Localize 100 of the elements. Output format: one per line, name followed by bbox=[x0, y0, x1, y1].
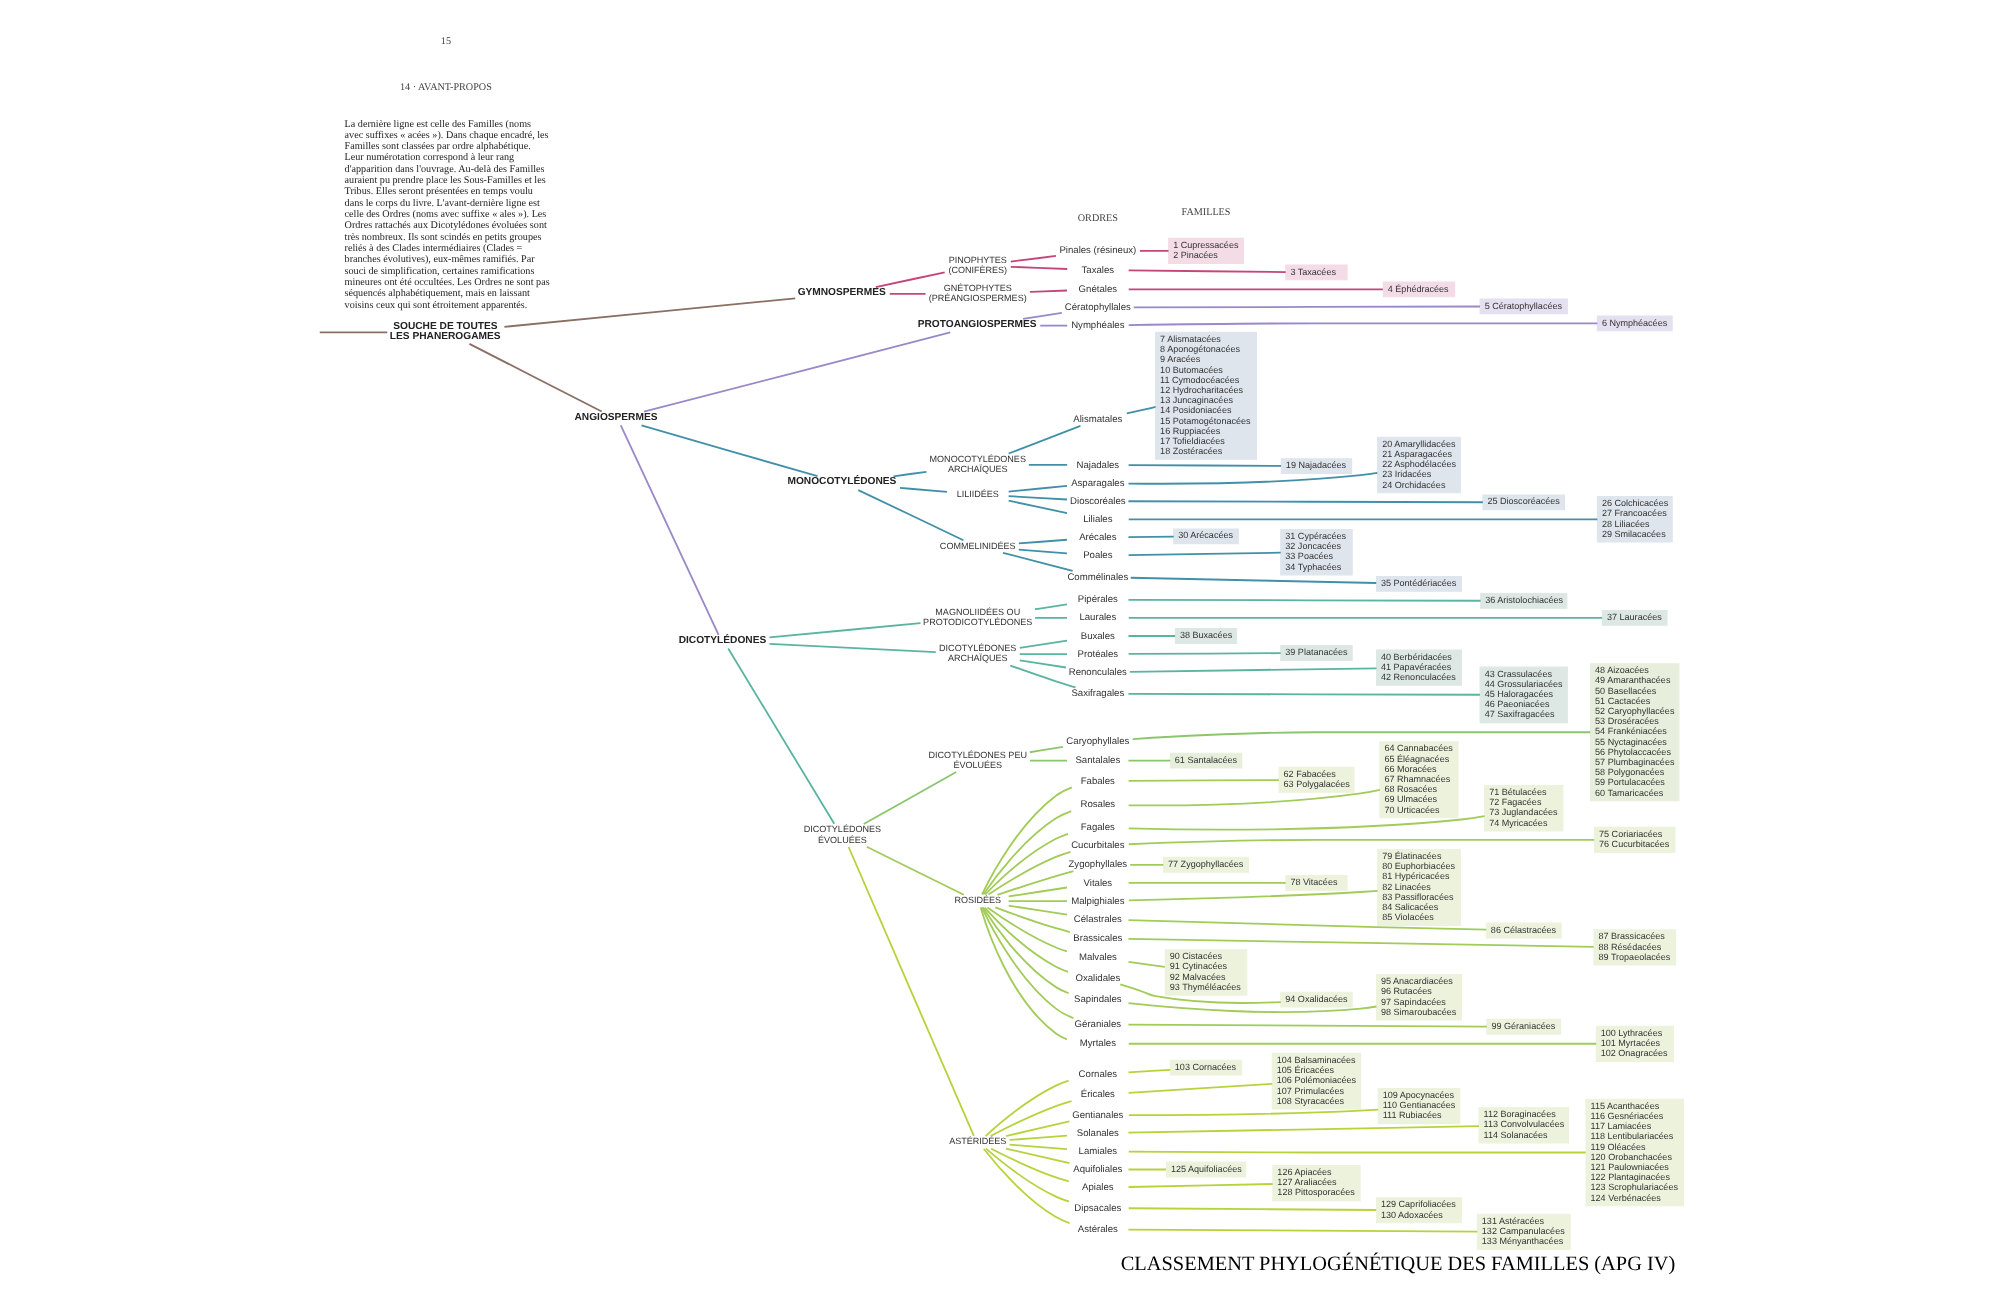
connector bbox=[1126, 1207, 1377, 1211]
connector bbox=[1017, 639, 1067, 649]
connector bbox=[618, 424, 719, 636]
connector bbox=[887, 293, 926, 295]
connector bbox=[986, 850, 1071, 896]
connector bbox=[1021, 311, 1062, 320]
connector bbox=[983, 832, 1068, 896]
connector bbox=[639, 424, 818, 478]
connector bbox=[1126, 882, 1286, 884]
connector bbox=[1126, 269, 1286, 273]
connector bbox=[1126, 692, 1480, 696]
connector bbox=[981, 906, 1069, 995]
connector bbox=[642, 331, 951, 413]
connector bbox=[1028, 745, 1063, 754]
connector bbox=[983, 1079, 1069, 1137]
connector bbox=[1016, 548, 1067, 555]
connector bbox=[846, 846, 974, 1137]
connector bbox=[1006, 485, 1067, 493]
connector bbox=[1126, 551, 1281, 556]
connector bbox=[1126, 759, 1171, 762]
connector bbox=[1016, 538, 1067, 545]
connector bbox=[1126, 535, 1174, 539]
connector bbox=[1126, 598, 1481, 602]
connector bbox=[981, 1147, 1070, 1225]
connector bbox=[1006, 499, 1067, 514]
connector bbox=[856, 489, 964, 542]
connector bbox=[1007, 1134, 1067, 1141]
connector bbox=[1126, 960, 1165, 968]
connector bbox=[1126, 1228, 1478, 1233]
connector bbox=[978, 906, 1067, 1041]
connector bbox=[1126, 815, 1485, 831]
connector bbox=[502, 297, 796, 328]
connector bbox=[891, 470, 927, 478]
connector bbox=[1006, 495, 1067, 501]
connector bbox=[1008, 265, 1068, 270]
connector bbox=[982, 906, 1068, 973]
connector bbox=[1118, 983, 1281, 1004]
connector bbox=[1126, 288, 1383, 291]
connector bbox=[989, 1147, 1069, 1183]
connector bbox=[1126, 652, 1281, 655]
connector bbox=[1126, 1183, 1273, 1188]
connector bbox=[1126, 838, 1595, 846]
connector bbox=[1008, 664, 1076, 689]
connector bbox=[1126, 1108, 1379, 1117]
connector bbox=[726, 647, 835, 825]
connector bbox=[767, 643, 936, 653]
connector bbox=[864, 845, 964, 896]
connector bbox=[1128, 576, 1377, 584]
connector bbox=[979, 906, 1074, 1020]
connector bbox=[1126, 1168, 1166, 1171]
connector bbox=[1028, 289, 1067, 293]
connector bbox=[1006, 886, 1067, 898]
connector bbox=[1126, 919, 1487, 931]
connector bbox=[1126, 1002, 1377, 1013]
connector bbox=[1006, 900, 1067, 902]
connector bbox=[1131, 305, 1480, 309]
connector bbox=[1130, 731, 1591, 740]
connector bbox=[898, 486, 947, 493]
connector bbox=[981, 810, 1072, 896]
connector bbox=[1126, 518, 1598, 521]
connector bbox=[995, 870, 1074, 896]
connector bbox=[1138, 249, 1169, 252]
connector bbox=[1026, 464, 1068, 466]
connector bbox=[1004, 1120, 1070, 1137]
connector bbox=[1126, 1082, 1273, 1094]
connector bbox=[1126, 938, 1594, 948]
connector bbox=[1033, 616, 1067, 619]
connector bbox=[1004, 1147, 1070, 1165]
connector bbox=[1126, 1150, 1586, 1154]
connector bbox=[1017, 653, 1067, 656]
connector bbox=[993, 906, 1070, 933]
connector bbox=[1126, 1023, 1487, 1028]
connector bbox=[1126, 779, 1279, 782]
connector bbox=[1007, 1143, 1067, 1150]
connector bbox=[1126, 1068, 1171, 1074]
connector bbox=[1006, 425, 1081, 455]
connector bbox=[317, 331, 388, 334]
connector bbox=[1001, 551, 1073, 572]
connector bbox=[1126, 616, 1603, 619]
connector bbox=[467, 342, 602, 413]
connector bbox=[1124, 406, 1156, 415]
connector bbox=[1126, 635, 1176, 637]
connector bbox=[1126, 322, 1598, 326]
connector bbox=[1126, 500, 1483, 504]
connector bbox=[1126, 1042, 1597, 1045]
connector bbox=[980, 786, 1072, 896]
connector bbox=[1126, 464, 1281, 467]
connector bbox=[1006, 904, 1067, 916]
connector bbox=[767, 622, 921, 639]
connector bbox=[1127, 667, 1377, 673]
diagram-title: CLASSEMENT PHYLOGÉNÉTIQUE DES FAMILLES (APG IV) bbox=[1119, 1254, 1675, 1277]
connector bbox=[1128, 863, 1164, 866]
connector bbox=[1126, 889, 1378, 902]
connector bbox=[1038, 324, 1068, 327]
connector bbox=[984, 1147, 1069, 1203]
connector bbox=[1126, 1125, 1479, 1134]
connector bbox=[985, 906, 1067, 953]
connector bbox=[861, 771, 957, 825]
connector bbox=[1008, 255, 1056, 263]
connector bbox=[1017, 659, 1066, 669]
